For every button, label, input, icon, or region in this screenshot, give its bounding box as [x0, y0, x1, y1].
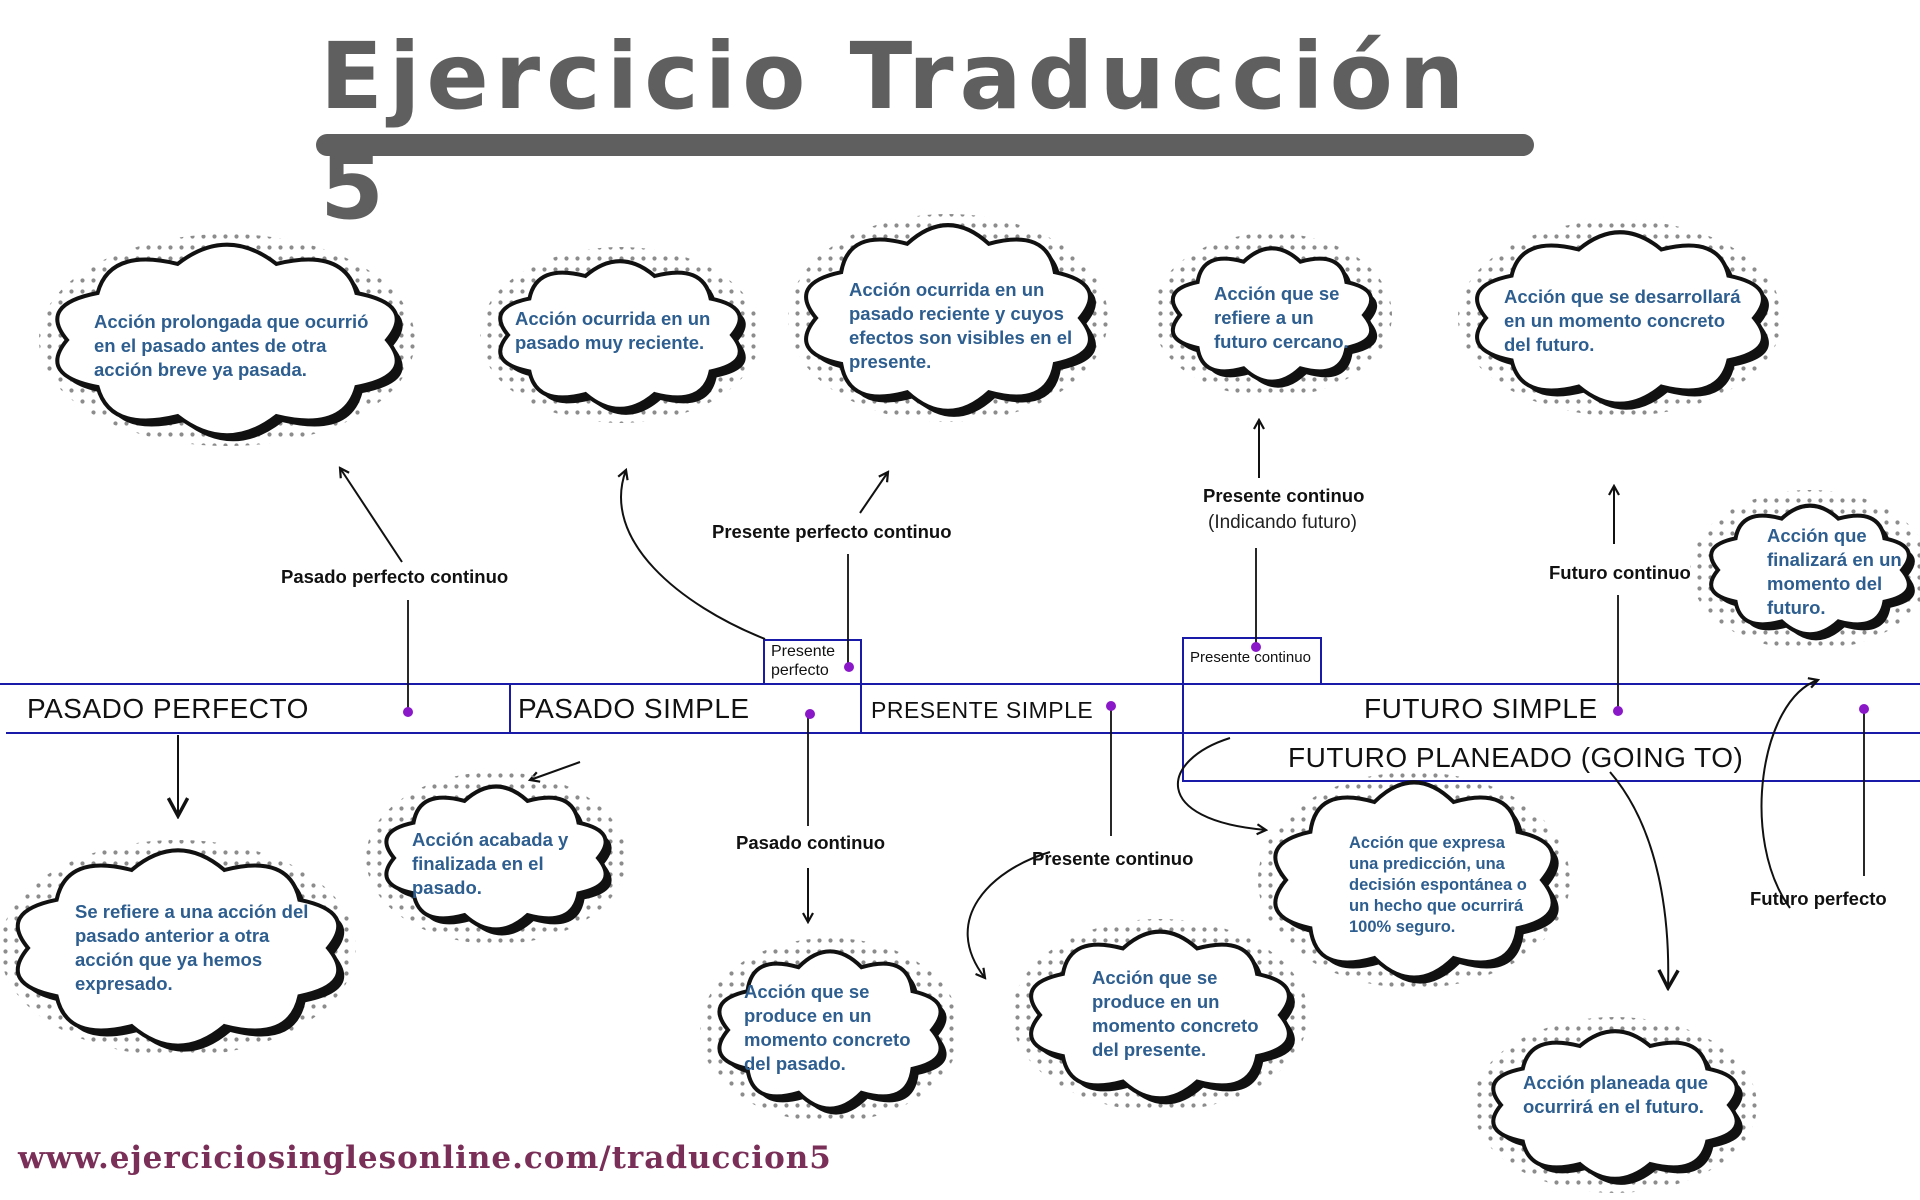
cloud-body — [1029, 929, 1291, 1101]
box-presente-perfecto: Presente perfecto — [771, 643, 836, 679]
tense-futuro-planeado: FUTURO PLANEADO (GOING TO) — [1288, 742, 1744, 773]
cloud-text-1: Acción prolongada que ocurrió en el pasa… — [94, 311, 369, 380]
cloud-9 — [700, 938, 960, 1122]
label-futuro-continuo: Futuro continuo — [1549, 562, 1691, 583]
cloud-11 — [1258, 772, 1570, 988]
cloud-body — [498, 259, 742, 411]
cloud-body — [804, 223, 1092, 413]
cloud-text-8: Acción acabada y finalizada en el pasado… — [412, 829, 569, 898]
cloud-body — [384, 784, 608, 932]
cloud-text-5: Acción que se desarrollará en un momento… — [1504, 286, 1741, 355]
cloud-body — [1709, 503, 1911, 637]
cloud-3 — [788, 214, 1108, 422]
cloud-text-9: Acción que se produce en un momento conc… — [744, 981, 911, 1074]
cloud-12 — [1473, 1017, 1757, 1193]
cloud-body — [1273, 780, 1555, 980]
cloud-text-3: Acción ocurrida en un pasado reciente y … — [849, 279, 1073, 372]
label-pasado-continuo: Pasado continuo — [736, 832, 886, 853]
cloud-text-2: Acción ocurrida en un pasado muy recient… — [515, 308, 711, 353]
cloud-body — [717, 949, 943, 1111]
cloud-text-10: Acción que se produce en un momento conc… — [1092, 967, 1259, 1060]
cloud-text-12: Acción planeada que ocurrirá en el futur… — [1523, 1072, 1709, 1117]
cloud-body — [1170, 246, 1374, 384]
tense-pasado-perfecto: PASADO PERFECTO — [27, 693, 309, 724]
cloud-4 — [1152, 233, 1392, 397]
tense-presente-simple: PRESENTE SIMPLE — [871, 697, 1094, 723]
label-presente-continuo: Presente continuo — [1032, 848, 1194, 869]
cloud-6 — [1690, 490, 1920, 650]
title-underline — [316, 134, 1534, 156]
tense-futuro-simple: FUTURO SIMPLE — [1364, 693, 1598, 724]
cloud-1 — [39, 234, 415, 446]
cloud-5 — [1458, 220, 1782, 416]
cloud-10 — [1012, 919, 1308, 1111]
tense-pasado-simple: PASADO SIMPLE — [518, 693, 750, 724]
label-presente-perfecto-continuo: Presente perfecto continuo — [712, 521, 952, 542]
cloud-body — [55, 242, 399, 438]
cloud-body — [1475, 230, 1765, 406]
label-futuro-perfecto: Futuro perfecto — [1750, 888, 1887, 909]
cloud-text-11: Acción que expresa una predicción, una d… — [1349, 834, 1527, 936]
cloud-text-6: Acción que finalizará en un momento del … — [1767, 525, 1902, 618]
box-presente-continuo: Presente continuo — [1190, 649, 1311, 666]
cloud-2 — [480, 247, 760, 423]
clouds — [0, 214, 1920, 1193]
label-indicando-futuro: (Indicando futuro) — [1208, 512, 1357, 533]
timeline-dots — [403, 642, 1869, 719]
connector-lines — [407, 548, 1865, 876]
cloud-text-4: Acción que se refiere a un futuro cercan… — [1214, 283, 1349, 352]
timeline-lines — [0, 637, 1920, 782]
footer-url[interactable]: www.ejerciciosinglesonline.com/traduccio… — [18, 1140, 832, 1176]
cloud-body — [15, 848, 341, 1048]
cloud-8 — [366, 772, 626, 944]
cloud-text-7: Se refiere a una acción del pasado anter… — [75, 901, 309, 994]
label-presente-continuo-futuro: Presente continuo — [1203, 485, 1365, 506]
label-pasado-perfecto-continuo: Pasado perfecto continuo — [281, 566, 509, 587]
cloud-body — [1491, 1029, 1739, 1181]
cloud-7 — [0, 840, 356, 1056]
